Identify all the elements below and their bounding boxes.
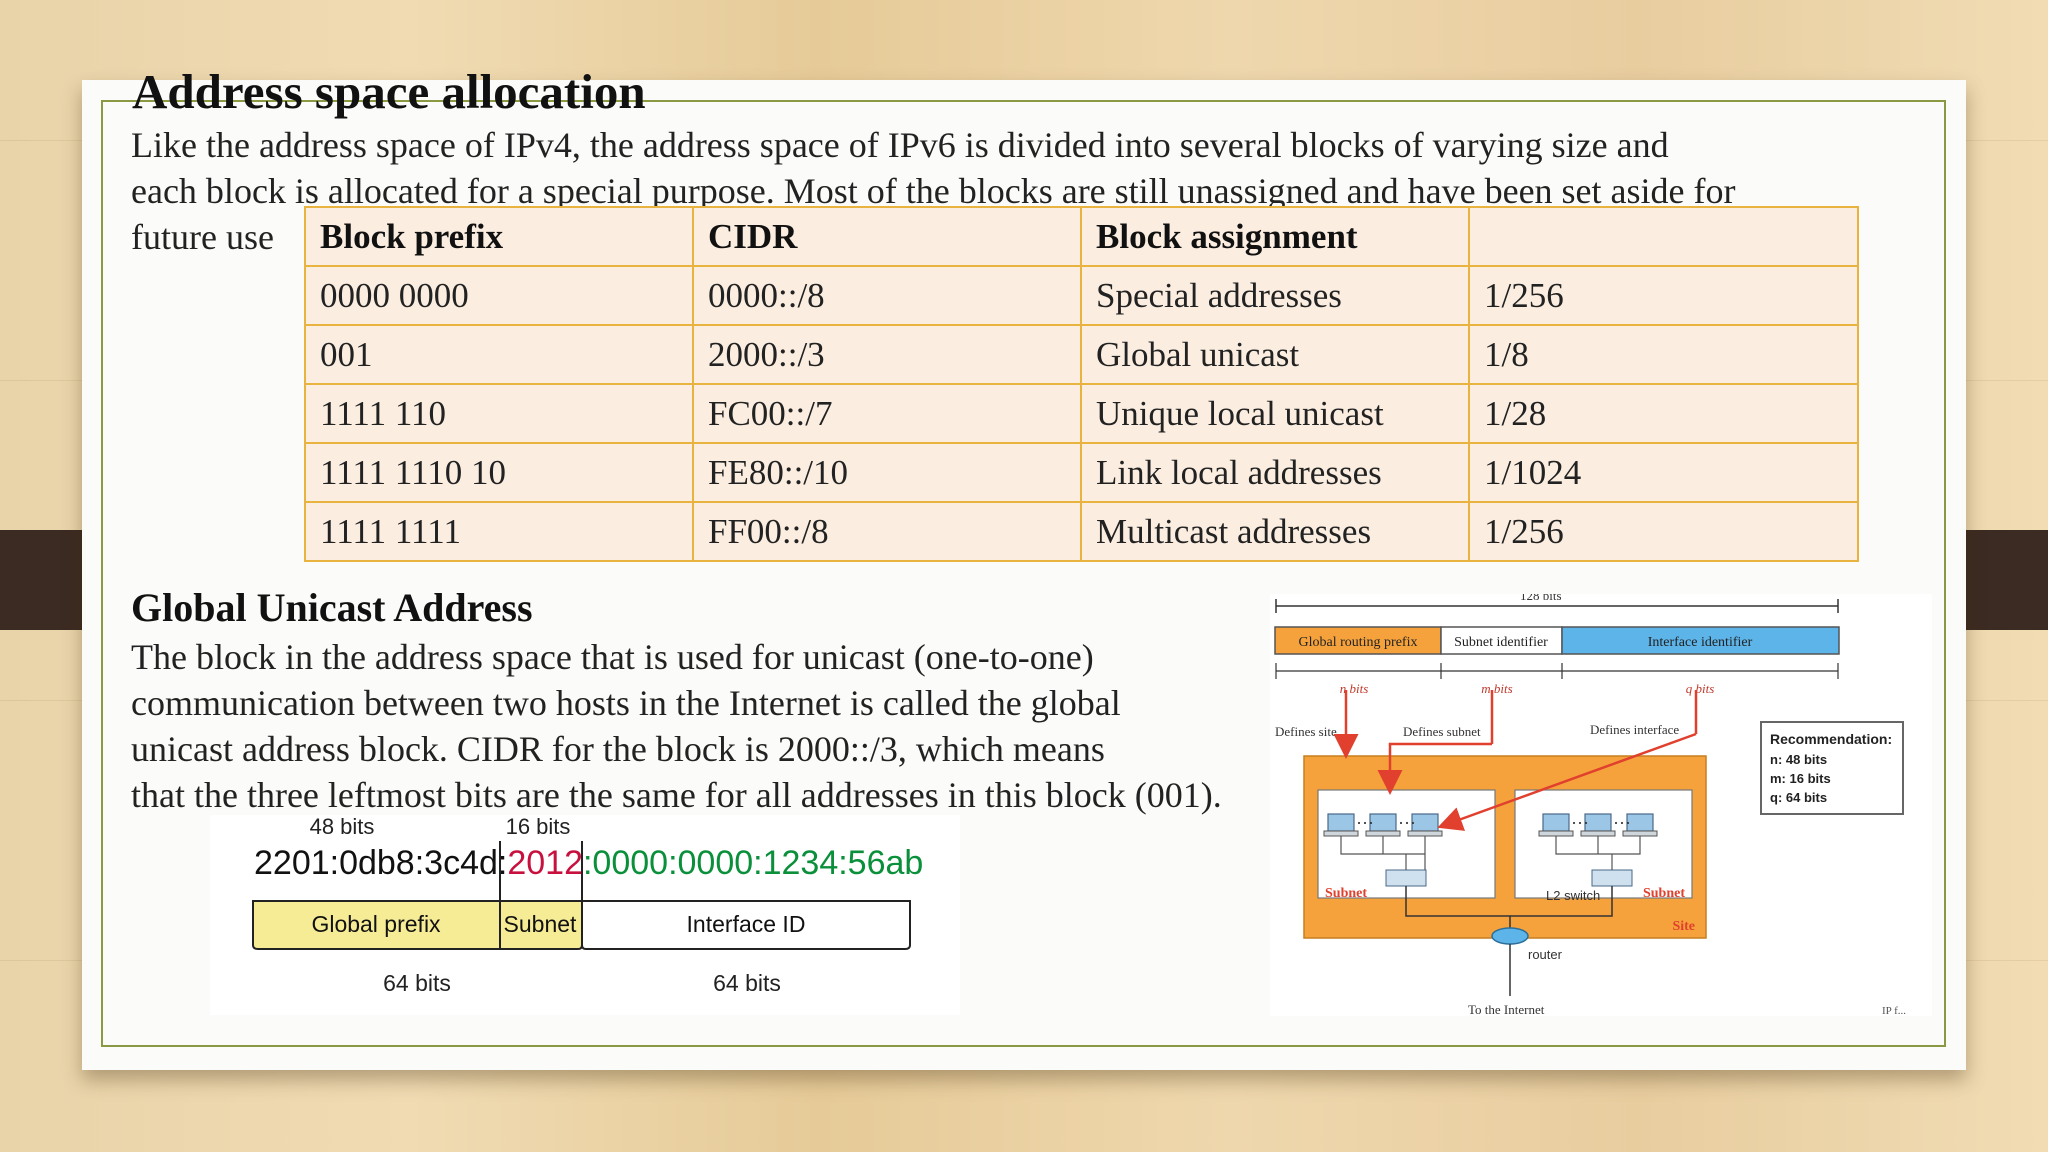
ipv6-address-example: 2201:0db8:3c4d:2012:0000:0000:1234:56ab [254,844,923,882]
global-prefix-label: Global prefix [311,911,441,937]
cell-prefix: 1111 1110 10 [304,442,694,503]
intro-line-1: Like the address space of IPv4, the addr… [131,125,1669,165]
cell-prefix: 1111 1111 [304,501,694,562]
site-hierarchy-figure: 128 bits Global routing prefix Subnet id… [1270,588,1932,1017]
subnet-identifier-label: Subnet identifier [1454,635,1548,650]
top-128-bits-label: 128 bits [1520,594,1562,603]
cell-fraction: 1/28 [1468,383,1859,444]
cell-prefix: 1111 110 [304,383,694,444]
intro-line-3: future use [131,217,274,257]
cell-fraction: 1/256 [1468,265,1859,326]
defines-site-label: Defines site [1275,724,1337,739]
header-block-prefix: Block prefix [304,206,694,267]
body-line-3: unicast address block. CIDR for the bloc… [131,729,1105,769]
svg-text:···: ··· [1398,813,1416,833]
cell-fraction: 1/1024 [1468,442,1859,503]
svg-text:···: ··· [1571,813,1589,833]
router-label: router [1528,947,1563,962]
header-cidr: CIDR [692,206,1082,267]
body-line-4: that the three leftmost bits are the sam… [131,775,1222,815]
cell-cidr: FC00::/7 [692,383,1082,444]
internet-label: To the Internet [1468,1002,1545,1016]
q-bits-label: q bits [1686,681,1715,696]
defines-interface-label: Defines interface [1590,722,1679,737]
address-subnet-digits: 2012 [507,844,583,882]
cell-cidr: FE80::/10 [692,442,1082,503]
recommendation-title: Recommendation: [1770,731,1892,747]
defines-subnet-label: Defines subnet [1403,724,1481,739]
table-row: 1111 1110 10 FE80::/10 Link local addres… [304,442,1859,503]
interface-identifier-label: Interface identifier [1648,635,1753,650]
table-row: 0000 0000 0000::/8 Special addresses 1/2… [304,265,1859,326]
m-bits-label: m bits [1481,681,1512,696]
subnet-label: Subnet [504,911,578,937]
recommendation-n: n: 48 bits [1770,752,1827,767]
l2-switch-label: L2 switch [1546,888,1600,903]
cell-assignment: Global unicast [1080,324,1470,385]
bottom-bits-right-label: 64 bits [713,970,781,996]
body-line-2: communication between two hosts in the I… [131,683,1121,723]
header-block-assignment: Block assignment [1080,206,1470,267]
cell-cidr: 0000::/8 [692,265,1082,326]
interface-id-label: Interface ID [687,911,806,937]
address-interface-digits: :0000:0000:1234:56ab [583,844,923,882]
bottom-bits-left-label: 64 bits [383,970,451,996]
cell-assignment: Multicast addresses [1080,501,1470,562]
table-header-row: Block prefix CIDR Block assignment [304,206,1859,267]
cell-fraction: 1/256 [1468,501,1859,562]
routing-prefix-label: Global routing prefix [1299,635,1418,650]
subnet-right-label: Subnet [1643,886,1685,901]
intro-line-2: each block is allocated for a special pu… [131,171,1736,211]
n-bits-label: n bits [1340,681,1369,696]
slide-title: Address space allocation [132,64,646,119]
recommendation-m: m: 16 bits [1770,771,1831,786]
slide-frame [101,100,1946,1047]
cell-assignment: Special addresses [1080,265,1470,326]
header-fraction [1468,206,1859,267]
cell-assignment: Unique local unicast [1080,383,1470,444]
address-prefix-digits: 2201:0db8:3c4d: [254,844,507,882]
top-bits-right-label: 16 bits [506,815,571,839]
subnet-left-label: Subnet [1325,886,1367,901]
block-allocation-table: Block prefix CIDR Block assignment 0000 … [304,206,1859,562]
svg-text:···: ··· [1613,813,1631,833]
figure-footer-fragment: IP f... [1882,1005,1906,1016]
cell-assignment: Link local addresses [1080,442,1470,503]
site-label: Site [1672,919,1695,934]
table-row: 1111 1111 FF00::/8 Multicast addresses 1… [304,501,1859,562]
cell-prefix: 0000 0000 [304,265,694,326]
address-structure-figure: 48 bits 16 bits 2201:0db8:3c4d:2012:0000… [210,814,960,1015]
section-heading: Global Unicast Address [131,585,533,630]
cell-prefix: 001 [304,324,694,385]
cell-cidr: FF00::/8 [692,501,1082,562]
top-bits-left-label: 48 bits [310,815,375,839]
svg-text:···: ··· [1356,813,1374,833]
recommendation-q: q: 64 bits [1770,790,1827,805]
body-line-1: The block in the address space that is u… [131,637,1094,677]
table-row: 1111 110 FC00::/7 Unique local unicast 1… [304,383,1859,444]
cell-fraction: 1/8 [1468,324,1859,385]
cell-cidr: 2000::/3 [692,324,1082,385]
table-row: 001 2000::/3 Global unicast 1/8 [304,324,1859,385]
